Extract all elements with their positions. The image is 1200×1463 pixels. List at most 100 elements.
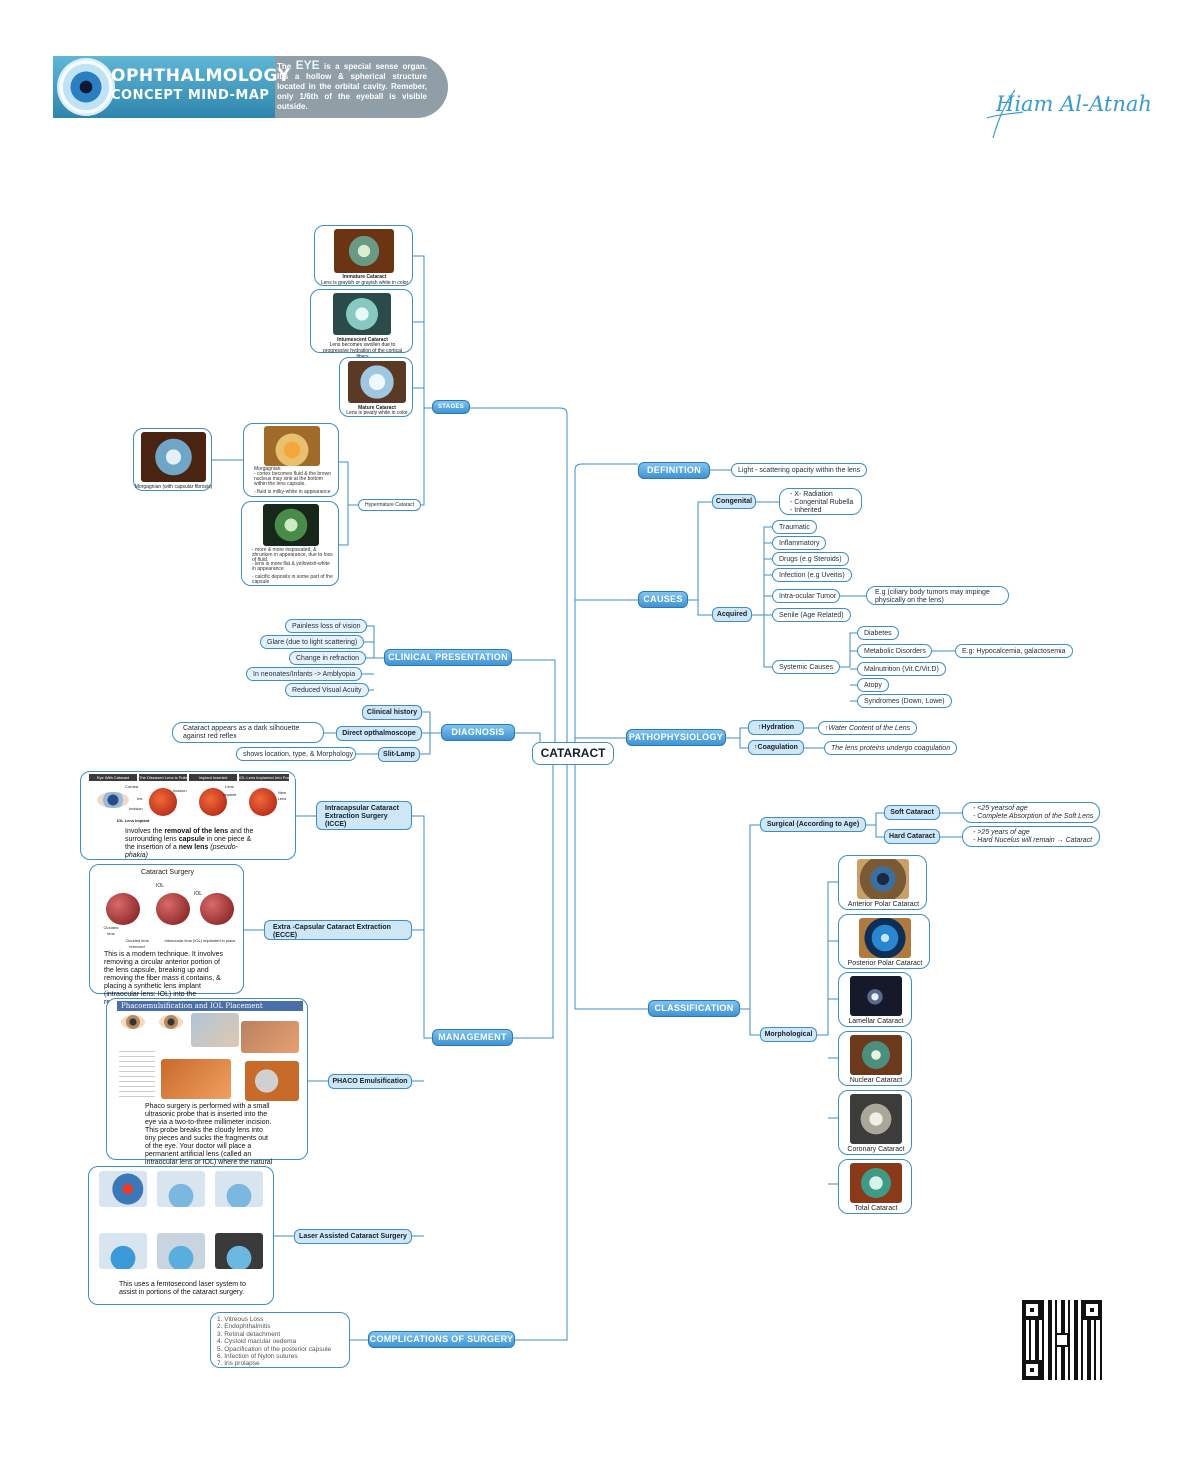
header-banner: OPHTHALMOLOGY CONCEPT MIND-MAP The EYE i… [53, 56, 448, 118]
icce-desc-end: (pseudo-phakia) [125, 844, 238, 859]
intumescent-title: Intumescent Cataract [337, 337, 388, 343]
clinical-item-3: Change in refraction [289, 651, 367, 665]
phaco-description: Phaco surgery is performed with a small … [145, 1103, 273, 1174]
slitlamp-node[interactable]: Slit-Lamp [378, 747, 420, 762]
clinical-history-node[interactable]: Clinical history [362, 705, 422, 720]
mature-text: Lens is pearly white in color [346, 410, 408, 416]
icce-header-1: Eye With Cataract [89, 774, 137, 781]
acquired-node[interactable]: Acquired [712, 607, 752, 622]
phaco-node[interactable]: PHACO Emulsification [328, 1074, 412, 1089]
congenital-node[interactable]: Congenital [712, 494, 756, 509]
qr-finder-bl [1022, 1360, 1042, 1380]
card-total: Total Cataract [838, 1159, 912, 1214]
hard-cataract-node[interactable]: Hard Cataract [884, 829, 940, 844]
nuclear-image [850, 1035, 902, 1075]
icce-header-4: IOL Lens Implanted Into Position [239, 774, 297, 781]
complication-item-4: 4. Cystoid macular oedema [217, 1338, 297, 1346]
card-lamellar: Lamellar Cataract [838, 972, 912, 1027]
ecce-label-iol-1: IOL [156, 883, 165, 889]
complication-item-1: 1. Vitreous Loss [217, 1316, 264, 1323]
complications-list: 1. Vitreous Loss 2. Endophthalmitis 3. R… [210, 1312, 350, 1368]
morgagnian-text-3: - fluid is milky-white in appearance [254, 489, 331, 495]
hydration-note: ↑Water Content of the Lens [818, 721, 918, 735]
lamellar-caption: Lamellar Cataract [848, 1018, 904, 1025]
total-caption: Total Cataract [854, 1205, 898, 1212]
card-mature: Mature Cataract Lens is pearly white in … [339, 357, 413, 417]
tumor-note: E.g (ciliary body tumors may impinge phy… [866, 586, 1009, 605]
center-node-cataract[interactable]: CATARACT [532, 742, 614, 765]
ophthalmoscope-note: Cataract appears as a dark silhouette ag… [172, 722, 324, 743]
stages-node[interactable]: STAGES [432, 400, 470, 414]
systemic-item-metabolic: Metabolic Disorders [857, 644, 932, 658]
acquired-item-traumatic: Traumatic [772, 520, 817, 534]
morgagnian-image [264, 426, 320, 466]
hydration-node[interactable]: ↑Hydration [748, 720, 804, 735]
management-node[interactable]: MANAGEMENT [432, 1029, 513, 1046]
definition-node[interactable]: DEFINITION [638, 462, 710, 479]
complications-node[interactable]: COMPLICATIONS OF SURGERY [368, 1331, 515, 1348]
laser-img-4 [99, 1233, 147, 1269]
systemic-item-syndromes: Syndromes (Down, Lowe) [857, 694, 952, 708]
posterior-polar-image [859, 918, 911, 958]
card-intumescent: Intumescent Cataract Lens becomes swolle… [310, 289, 413, 360]
header-title-line1: OPHTHALMOLOGY [111, 66, 291, 86]
ecce-card: Cataract Surgery IOL IOL Clouded lens Cl… [89, 864, 244, 1006]
systemic-item-atopy: Atopy [857, 678, 889, 692]
clinical-node[interactable]: CLINICAL PRESENTATION [384, 649, 512, 666]
shrunken-text-2: - lens is more flat & yellowish-white in… [252, 561, 330, 572]
icce-desc-b2: capsule [178, 836, 205, 843]
phaco-card: Phacoemulsification and IOL Placement Ph… [106, 998, 308, 1174]
acquired-item-infection: Infection (e.g Uveitis) [772, 568, 852, 582]
laser-node[interactable]: Laser Assisted Cataract Surgery [294, 1229, 412, 1244]
laser-card: This uses a femtosecond laser system to … [88, 1166, 274, 1305]
phaco-eye-2 [159, 1015, 183, 1029]
lamellar-image [850, 976, 902, 1016]
shrunken-image [263, 504, 319, 546]
ecce-label-removed: Clouded lens removed [125, 938, 149, 949]
metabolic-note: E.g: Hypocalcemia, galactosemia [955, 644, 1073, 658]
phaco-img-2 [241, 1021, 299, 1053]
acquired-item-inflammatory: Inflammatory [772, 536, 827, 550]
hypermature-node[interactable]: Hypermature Cataract [358, 499, 422, 511]
phaco-steps [119, 1051, 155, 1097]
surgical-node[interactable]: Surgical (According to Age) [760, 817, 866, 832]
complication-item-7: 7. Iris prolapse [217, 1360, 260, 1368]
morgagnian-text-2: - cortex becomes fluid & the brown nucle… [254, 471, 331, 487]
causes-node[interactable]: CAUSES [638, 591, 688, 608]
nuclear-caption: Nuclear Cataract [849, 1077, 903, 1084]
soft-cataract-node[interactable]: Soft Cataract [884, 805, 940, 820]
complication-item-3: 3. Retinal detachment [217, 1330, 281, 1338]
ecce-globe-1 [106, 893, 140, 925]
soft-item-2: - Complete Absorption of the Soft Lens [973, 813, 1094, 820]
qr-code[interactable] [1022, 1300, 1102, 1380]
phaco-img-4 [245, 1061, 299, 1101]
icce-label-implant: Implant [223, 792, 237, 797]
icce-header-3: Implant Inserted [189, 774, 237, 781]
icce-node[interactable]: Intracapsular Cataract Extraction Surger… [316, 801, 412, 830]
soft-item-1: - <25 yearsof age [973, 805, 1028, 812]
classification-node[interactable]: CLASSIFICATION [648, 1000, 740, 1017]
ecce-node[interactable]: Extra -Capsular Cataract Extraction (ECC… [264, 920, 412, 940]
clinical-item-2: Glare (due to light scattering) [260, 635, 365, 649]
congenital-item-2: - Congenital Rubella [790, 499, 854, 506]
card-anterior-polar: Anterior Polar Cataract [838, 855, 927, 910]
congenital-item-3: - Inherited [790, 507, 822, 514]
morphological-node[interactable]: Morphological [760, 1027, 817, 1042]
immature-title: Immature Cataract [342, 274, 387, 280]
coagulation-note: The lens proteins undergo coagulation [824, 741, 958, 755]
laser-description: This uses a femtosecond laser system to … [119, 1281, 246, 1296]
shrunken-text-3: - calcific deposits in some part of the … [252, 574, 333, 585]
ophthalmoscope-node[interactable]: Direct opthalmoscope [336, 726, 422, 741]
card-morgagnian-fibrosis: Morgagnian (with capsular fibrosis) [133, 428, 212, 491]
hard-item-1: - >25 years of age [973, 829, 1030, 836]
systemic-causes-node[interactable]: Systemic Causes [772, 660, 840, 674]
ecce-fig-title: Cataract Surgery [141, 869, 194, 876]
icce-figure: Eye With Cataract The Diseased Lens is P… [89, 774, 297, 826]
ecce-globe-2 [156, 893, 190, 925]
icce-label-incision-2: Incision [129, 806, 143, 811]
diagnosis-node[interactable]: DIAGNOSIS [441, 724, 515, 741]
intumescent-image [333, 293, 391, 335]
acquired-item-senile: Senile (Age Related) [772, 608, 851, 622]
coagulation-node[interactable]: ↑Coagulation [748, 740, 804, 755]
pathophysiology-node[interactable]: PATHOPHYSIOLOGY [626, 729, 726, 746]
